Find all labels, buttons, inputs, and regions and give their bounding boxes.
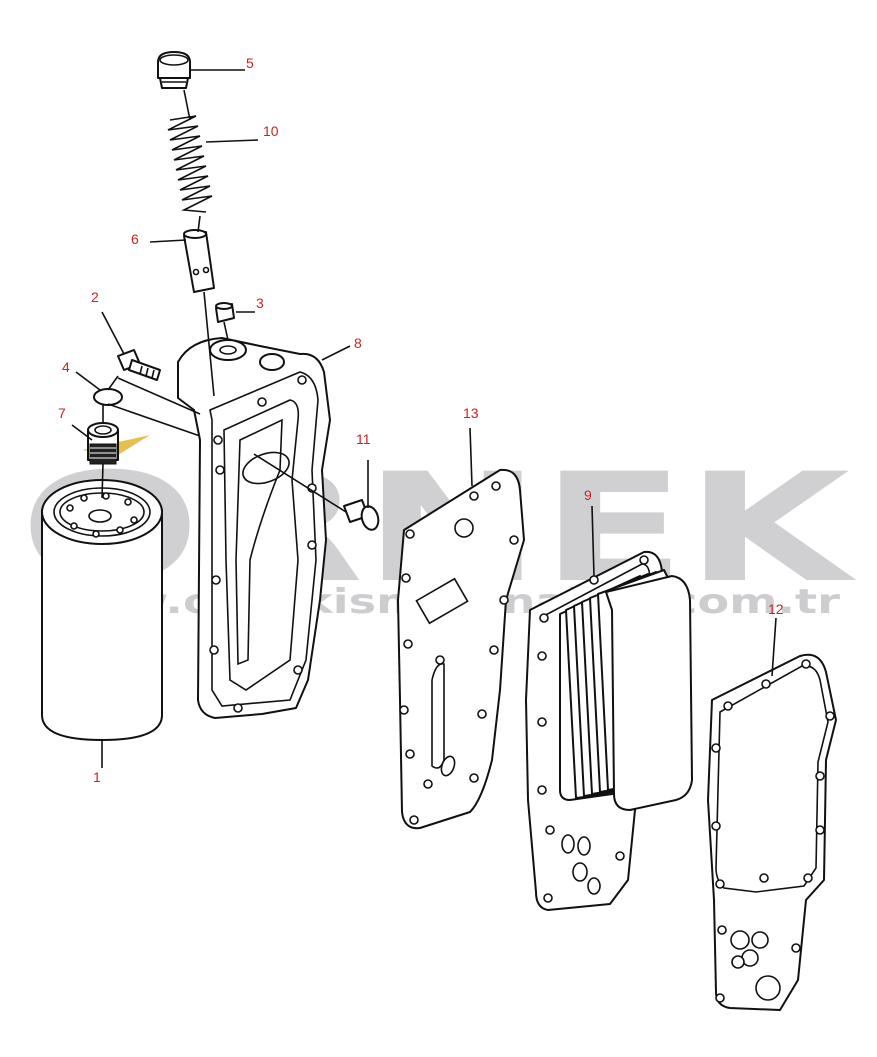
callout-8: 8 — [354, 335, 362, 351]
part-5-cap — [157, 51, 191, 89]
part-2-bolt — [117, 349, 161, 381]
callout-13: 13 — [463, 405, 479, 421]
part-8-cooler-housing — [177, 337, 331, 719]
callout-9: 9 — [584, 487, 592, 503]
callout-5: 5 — [246, 55, 254, 71]
callout-labels: 1 2 3 4 5 6 7 8 9 10 11 12 13 — [58, 55, 784, 785]
callout-6: 6 — [131, 231, 139, 247]
callout-3: 3 — [256, 295, 264, 311]
callout-10: 10 — [263, 123, 279, 139]
callout-leaders — [71, 69, 777, 768]
part-6-sleeve — [183, 229, 215, 293]
callout-2: 2 — [91, 289, 99, 305]
callout-12: 12 — [768, 601, 784, 617]
part-4-o-ring — [93, 388, 123, 406]
part-3-plug — [215, 302, 235, 323]
part-12-gasket — [707, 653, 837, 1011]
callout-11: 11 — [356, 431, 371, 447]
callout-7: 7 — [58, 405, 66, 421]
assembly-guide-lines — [101, 89, 347, 513]
part-11-check-valve — [343, 499, 380, 531]
callout-4: 4 — [62, 359, 70, 375]
part-13-gasket — [397, 468, 525, 830]
part-9-cooler-core — [525, 550, 693, 911]
part-7-threaded-nipple — [87, 422, 119, 465]
part-10-spring — [167, 115, 213, 213]
part-1-oil-filter — [41, 479, 163, 741]
callout-1: 1 — [93, 769, 101, 785]
